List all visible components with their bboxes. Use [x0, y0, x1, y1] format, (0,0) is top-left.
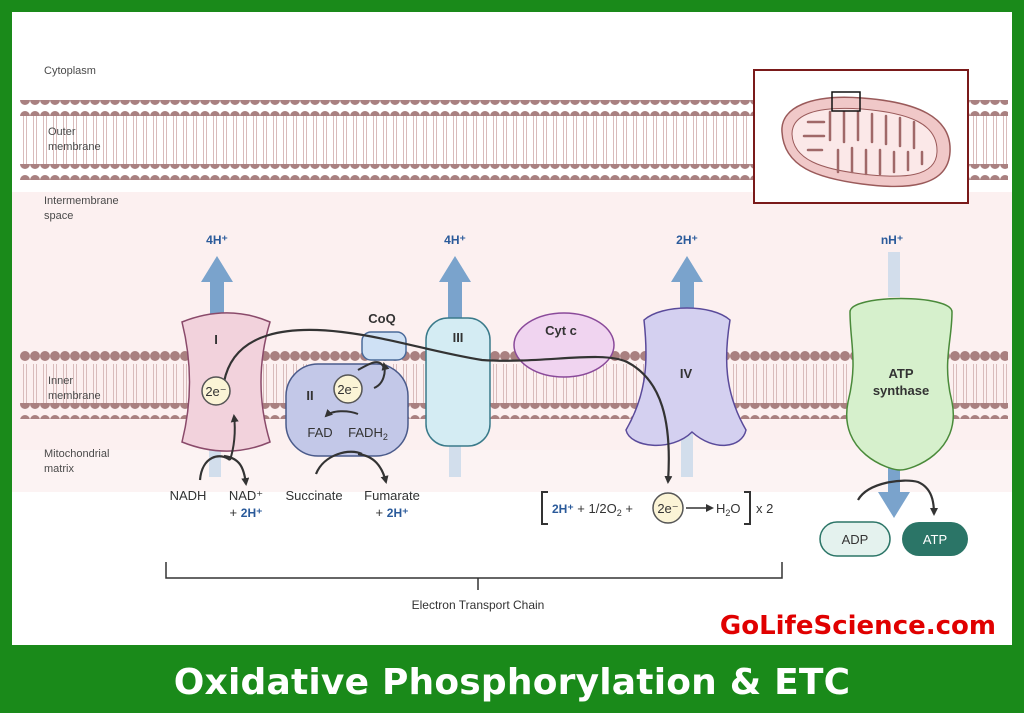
nad-protons: + 2H⁺ — [230, 505, 263, 520]
oxygen-reduction-reaction: 2H⁺ + 1/2O2 + 2e⁻ H2O x 2 — [541, 491, 773, 525]
atp-badge: ATP — [902, 522, 968, 556]
protons-atp-synthase: nH⁺ — [881, 233, 903, 247]
complex-I-label: I — [214, 332, 218, 347]
label-outer-membrane-2: membrane — [48, 141, 101, 153]
adp-badge: ADP — [819, 521, 891, 557]
label-intermembrane-1: Intermembrane — [44, 195, 119, 207]
label-intermembrane-2: space — [44, 210, 73, 222]
electron-pair-complex-II: 2e⁻ — [333, 374, 363, 404]
fad-label: FAD — [307, 425, 332, 440]
water-label: H2O — [716, 501, 741, 518]
complex-IV: IV — [625, 307, 747, 447]
reaction-right-bracket — [744, 491, 751, 525]
cyt-c-label: Cyt c — [545, 323, 577, 338]
atp-synthase: ATP synthase — [845, 297, 955, 471]
matrix-zone — [12, 450, 1012, 492]
adp-label: ADP — [842, 532, 869, 547]
electron-pair-reaction-label: 2e⁻ — [657, 501, 678, 516]
label-cytoplasm: Cytoplasm — [44, 65, 96, 77]
nad-label: NAD⁺ — [229, 488, 263, 503]
complex-II-label: II — [306, 388, 313, 403]
electron-pair-complex-II-label: 2e⁻ — [337, 382, 358, 397]
atp-synthase-label-1: ATP — [888, 366, 913, 381]
fadh2-to-fad-arrow — [324, 408, 359, 418]
succinate-label: Succinate — [285, 488, 342, 503]
protons-complex-IV: 2H⁺ — [676, 233, 698, 247]
reaction-left-bracket — [541, 491, 548, 525]
mitochondrion-inset — [753, 69, 969, 204]
label-inner-membrane-2: membrane — [48, 390, 101, 402]
inner-membrane — [20, 348, 1008, 419]
reaction-equation: 2H⁺ + 1/2O2 + — [552, 501, 633, 518]
reaction-multiplier: x 2 — [756, 501, 773, 516]
atp-synthase-label-2: synthase — [873, 383, 929, 398]
atp-label: ATP — [923, 532, 947, 547]
electron-pair-complex-I: 2e⁻ — [201, 376, 231, 406]
succinate-curve — [314, 450, 363, 475]
complex-II-to-coq-arrow — [373, 362, 390, 389]
label-inner-membrane-1: Inner — [48, 375, 73, 387]
coq: CoQ — [361, 311, 407, 361]
fadh2-label: FADH2 — [348, 425, 388, 442]
protons-complex-III: 4H⁺ — [444, 233, 466, 247]
label-matrix-2: matrix — [44, 463, 74, 475]
adp-to-atp-arrow — [857, 479, 938, 516]
etc-diagram: Cytoplasm Outer membrane Intermembrane s… — [12, 12, 1012, 645]
nadh-to-nad-arrow — [223, 454, 250, 486]
electron-path-arrow — [222, 328, 673, 484]
complex-III-label: III — [453, 330, 464, 345]
label-matrix-1: Mitochondrial — [44, 448, 109, 460]
nadh-label: NADH — [170, 488, 207, 503]
intermembrane-zone — [12, 192, 1012, 492]
label-outer-membrane-1: Outer — [48, 126, 76, 138]
protons-complex-I: 4H⁺ — [206, 233, 228, 247]
fumarate-label: Fumarate — [364, 488, 420, 503]
complex-III: III — [425, 317, 491, 447]
electron-pair-complex-I-label: 2e⁻ — [205, 384, 226, 399]
complex-IV-label: IV — [680, 366, 693, 381]
coq-label: CoQ — [368, 311, 395, 326]
nadh-curve — [198, 455, 231, 481]
etc-bracket: Electron Transport Chain — [165, 562, 783, 612]
nadh-to-complex-I-arrow — [229, 414, 239, 461]
etc-label: Electron Transport Chain — [412, 598, 545, 612]
figure-caption: Oxidative Phosphorylation & ETC — [173, 662, 851, 703]
cyt-c: Cyt c — [513, 312, 615, 378]
diagram-panel: Cytoplasm Outer membrane Intermembrane s… — [12, 12, 1012, 645]
fumarate-protons: + 2H⁺ — [376, 505, 409, 520]
succinate-to-fumarate-arrow — [357, 452, 389, 484]
site-credit: GoLifeScience.com — [719, 611, 996, 641]
